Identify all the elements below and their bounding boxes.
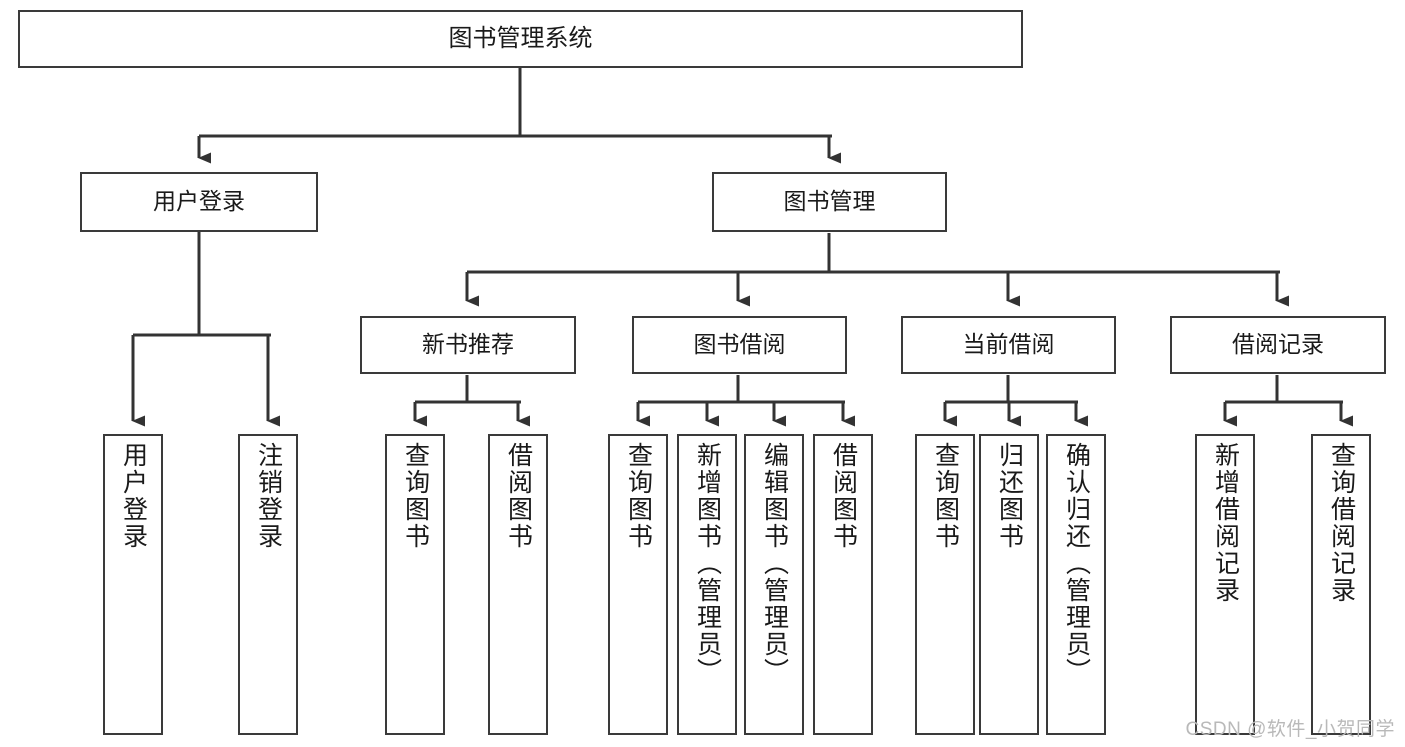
node-leaf-borrowrecord-query-record[interactable]: 查询借阅记录 [1311,434,1371,735]
node-leaf-currentborrow-query-books[interactable]: 查询图书 [915,434,975,735]
node-label: 查询图书 [931,442,960,550]
node-label: 用户登录 [153,188,245,215]
node-label: 图书借阅 [693,331,786,358]
node-current-borrow[interactable]: 当前借阅 [901,316,1116,374]
node-label: 归还图书 [995,442,1024,550]
node-leaf-user-login-login[interactable]: 用户登录 [103,434,163,735]
node-label: 新书推荐 [422,331,514,358]
node-label: 确认归还（管理员） [1062,442,1091,685]
node-leaf-currentborrow-return-books[interactable]: 归还图书 [979,434,1039,735]
node-leaf-currentborrow-confirm-return-admin[interactable]: 确认归还（管理员） [1046,434,1106,735]
node-label: 查询图书 [624,442,653,550]
node-book-management[interactable]: 图书管理 [712,172,947,232]
watermark-text: CSDN @软件_小贺同学 [1185,719,1395,740]
node-label: 注销登录 [254,442,283,550]
node-leaf-borrowrecord-add-record[interactable]: 新增借阅记录 [1195,434,1255,735]
node-leaf-newbook-query-books[interactable]: 查询图书 [385,434,445,735]
node-new-book-recommend[interactable]: 新书推荐 [360,316,576,374]
node-label: 图书管理系统 [448,24,593,52]
node-leaf-newbook-borrow-books[interactable]: 借阅图书 [488,434,548,735]
node-borrow-record[interactable]: 借阅记录 [1170,316,1386,374]
node-label: 编辑图书（管理员） [760,442,789,685]
node-label: 查询借阅记录 [1327,442,1356,604]
node-leaf-user-login-logout[interactable]: 注销登录 [238,434,298,735]
node-user-login[interactable]: 用户登录 [80,172,318,232]
node-label: 借阅图书 [829,442,858,550]
node-label: 借阅记录 [1232,331,1324,358]
node-leaf-bookborrow-add-book-admin[interactable]: 新增图书（管理员） [677,434,737,735]
node-label: 借阅图书 [504,442,533,550]
node-label: 新增借阅记录 [1211,442,1240,604]
node-book-borrow[interactable]: 图书借阅 [632,316,847,374]
node-label: 新增图书（管理员） [693,442,722,685]
node-leaf-bookborrow-edit-book-admin[interactable]: 编辑图书（管理员） [744,434,804,735]
node-label: 查询图书 [401,442,430,550]
node-root-system[interactable]: 图书管理系统 [18,10,1023,68]
node-label: 用户登录 [119,442,148,550]
node-leaf-bookborrow-borrow-books[interactable]: 借阅图书 [813,434,873,735]
node-leaf-bookborrow-query-books[interactable]: 查询图书 [608,434,668,735]
node-label: 当前借阅 [962,331,1055,358]
node-label: 图书管理 [783,188,876,215]
